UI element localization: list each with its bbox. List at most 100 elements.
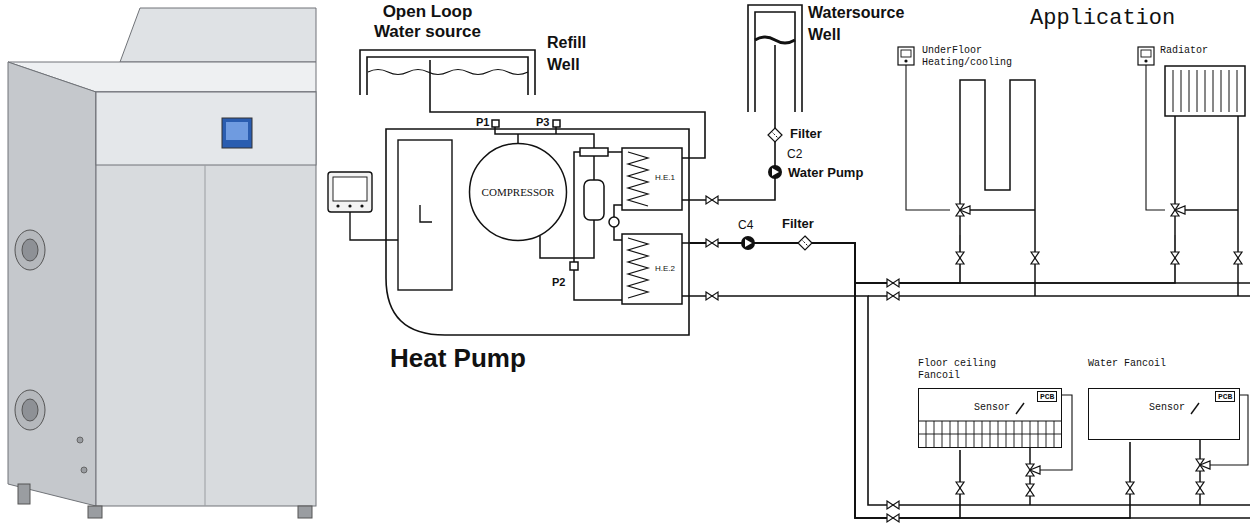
emitter-name: UnderFloor Heating/cooling: [922, 45, 1022, 69]
drawing-part: [553, 120, 560, 127]
drawing-part: [15, 390, 45, 430]
drawing-part: [350, 212, 398, 240]
text-slot: Sensor: [1149, 402, 1185, 414]
drawing-part: [1185, 209, 1238, 211]
drawing-part: [1196, 459, 1210, 471]
drawing-part: [1165, 66, 1245, 116]
drawing-part: [517, 134, 519, 143]
drawing-part: [622, 234, 682, 304]
drawing-part: [755, 37, 795, 43]
compressor-circle: COMPRESSOR: [468, 142, 568, 242]
text-slot: Radiator: [1160, 45, 1208, 57]
drawing-part: [1191, 403, 1199, 414]
drawing-part: [959, 216, 961, 235]
sensor-code: P2: [552, 276, 565, 289]
drawing-part: [887, 501, 899, 509]
drawing-part: [96, 92, 316, 506]
drawing-part: [706, 292, 718, 300]
well-name: Watersource Well: [808, 2, 918, 46]
drawing-part: [898, 47, 914, 65]
text-slot: Refill Well: [547, 32, 607, 76]
drawing-part: [298, 506, 312, 518]
controller-display: [328, 140, 452, 290]
drawing-part: [1173, 70, 1237, 112]
drawing-part: [360, 204, 363, 207]
drawing-part: [1174, 216, 1176, 235]
pump-label: Water Pump: [788, 165, 863, 180]
drawing-part: [18, 484, 30, 504]
label-slot: P1: [476, 116, 489, 129]
well-name: Refill Well: [547, 32, 607, 76]
exchanger-code: H.E.2: [654, 264, 676, 274]
drawing-part: [768, 165, 782, 179]
drawing-part: [555, 127, 557, 134]
drawing-part: [887, 514, 899, 522]
sensor-code: P1: [476, 116, 489, 129]
drawing-part: [628, 152, 648, 206]
part-name: COMPRESSOR: [482, 186, 555, 199]
unit-title: Heat Pump: [390, 343, 526, 373]
drawing-part: [1171, 204, 1185, 216]
drawing-part: [855, 243, 1250, 518]
filter-label: Filter: [782, 216, 814, 231]
drawing-part: [222, 118, 252, 148]
drawing-part: [8, 62, 96, 506]
drawing-part: [1174, 116, 1176, 204]
drawing-part: [956, 252, 964, 264]
compressor-circle-shape: [470, 144, 567, 241]
drawing-part: [593, 156, 595, 180]
drawing-part: [1199, 440, 1201, 505]
drawing-part: [622, 148, 682, 210]
drawing-part: [774, 45, 776, 112]
drawing-part: [429, 60, 431, 95]
drawing-part: [1210, 395, 1248, 465]
fancoil-drawing: [919, 395, 1248, 505]
text-slot: PCB: [1215, 391, 1235, 402]
drawing-part: [88, 506, 102, 518]
drawing-part: [1234, 252, 1242, 264]
product-illustration: [8, 8, 316, 518]
drawing-part: [81, 467, 87, 473]
drawing-part: [1040, 395, 1072, 470]
text-slot: PCB: [1037, 391, 1057, 402]
drawing-part: [706, 239, 718, 247]
radiator-circuit: Radiator: [1135, 45, 1250, 235]
drawing-part: [887, 279, 899, 287]
exchanger-code: H.E.1: [654, 173, 676, 183]
label-slot: P2: [552, 276, 565, 289]
label-slot: Water Pump: [788, 165, 863, 180]
drawing-part: [333, 177, 367, 201]
drawing-part: [748, 5, 802, 112]
text-slot: Water Fancoil: [1088, 358, 1166, 370]
drawing-part: [420, 205, 432, 222]
pipe-connector: [690, 112, 775, 200]
pump-code: C4: [738, 218, 753, 232]
drawing-part: [919, 434, 1061, 435]
drawing-part: [1026, 484, 1034, 496]
drawing-part: [96, 92, 316, 165]
drawing-part: [628, 238, 648, 298]
label-slot: P3: [536, 116, 549, 129]
drawing-part: [1237, 116, 1239, 296]
drawing-part: [22, 239, 38, 261]
label-slot: C2: [787, 147, 802, 161]
valve-symbols: [706, 128, 899, 522]
text-slot: Watersource Well: [808, 2, 918, 46]
drawing-part: [570, 262, 578, 270]
label-slot: Filter: [782, 216, 814, 231]
pcb-label: PCB: [1215, 391, 1235, 402]
pump-code: C2: [787, 147, 802, 161]
drawing-part: [768, 128, 782, 142]
drawing-part: [960, 80, 1035, 296]
drawing-part: [1126, 482, 1134, 494]
emitter-name: Floor ceiling Fancoil: [918, 358, 1013, 382]
fancoil-unit: PCBSensorFloor ceiling Fancoil: [915, 358, 1065, 450]
drawing-part: [336, 204, 339, 207]
label-slot: C4: [738, 218, 753, 232]
drawing-part: [368, 70, 528, 75]
drawing-part: [77, 437, 83, 443]
drawing-part: [22, 399, 38, 421]
drawing-part: [348, 204, 351, 207]
drawing-part: [584, 180, 604, 220]
